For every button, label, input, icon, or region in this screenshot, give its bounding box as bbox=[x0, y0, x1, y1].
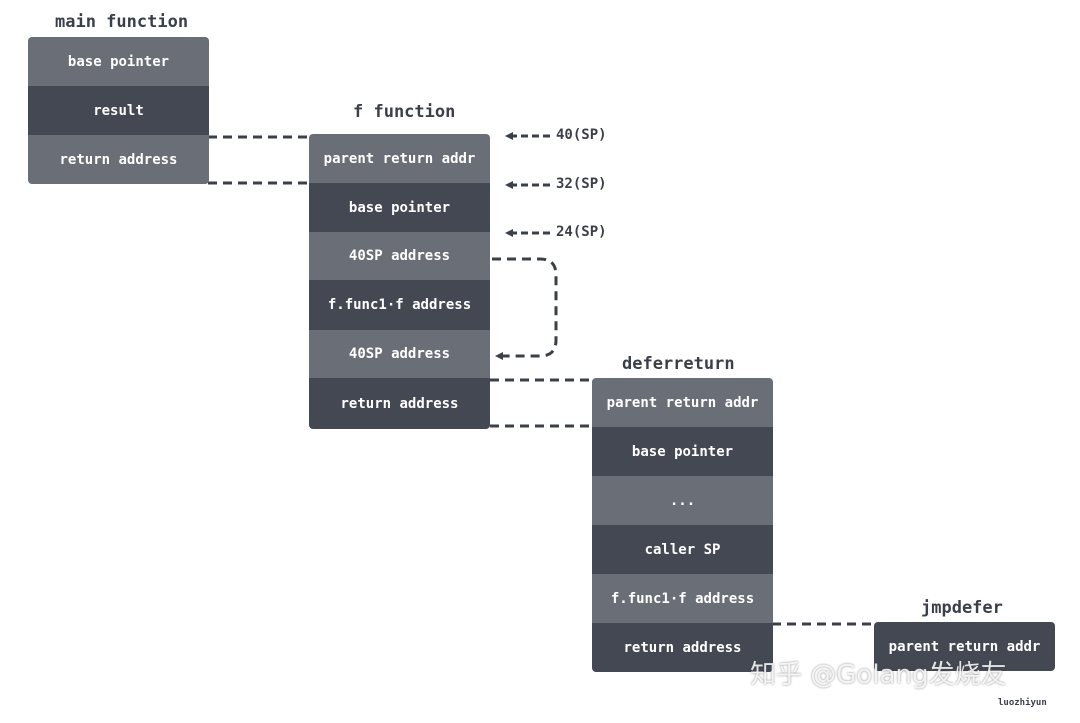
deferreturn-frame-title: deferreturn bbox=[622, 354, 735, 374]
deferreturn-cell-return-address: return address bbox=[592, 623, 773, 672]
loop-arrow-40sp bbox=[492, 257, 558, 360]
f-cell-return-address: return address bbox=[309, 378, 490, 429]
deferreturn-frame-stack: parent return addr base pointer ... call… bbox=[592, 378, 773, 672]
main-cell-result: result bbox=[28, 86, 209, 135]
jmpdefer-cell-parent-return-addr: parent return addr bbox=[874, 622, 1055, 671]
f-cell-40sp-address-2: 40SP address bbox=[309, 330, 490, 378]
f-frame-stack: parent return addr base pointer 40SP add… bbox=[309, 134, 490, 429]
f-cell-40sp-address-1: 40SP address bbox=[309, 232, 490, 280]
watermark-text: 知乎 @Golang发烧友 bbox=[750, 660, 1007, 690]
f-frame-title: f function bbox=[353, 102, 456, 122]
deferreturn-cell-caller-sp: caller SP bbox=[592, 525, 773, 574]
sp-label-24: 24(SP) bbox=[556, 224, 607, 240]
deferreturn-cell-ellipsis: ... bbox=[592, 476, 773, 525]
sp-label-40: 40(SP) bbox=[556, 127, 607, 143]
deferreturn-cell-func1-address: f.func1·f address bbox=[592, 574, 773, 623]
credit-text: luozhiyun bbox=[998, 698, 1047, 708]
main-cell-return-address: return address bbox=[28, 135, 209, 184]
f-cell-func1-address: f.func1·f address bbox=[309, 280, 490, 330]
main-frame-stack: base pointer result return address bbox=[28, 37, 209, 184]
f-cell-base-pointer: base pointer bbox=[309, 183, 490, 232]
main-frame-title: main function bbox=[55, 12, 189, 32]
deferreturn-cell-parent-return-addr: parent return addr bbox=[592, 378, 773, 427]
jmpdefer-frame-title: jmpdefer bbox=[921, 598, 1003, 618]
deferreturn-cell-base-pointer: base pointer bbox=[592, 427, 773, 476]
main-cell-base-pointer: base pointer bbox=[28, 37, 209, 86]
f-cell-parent-return-addr: parent return addr bbox=[309, 134, 490, 183]
sp-label-32: 32(SP) bbox=[556, 176, 607, 192]
jmpdefer-frame-stack: parent return addr bbox=[874, 622, 1055, 671]
